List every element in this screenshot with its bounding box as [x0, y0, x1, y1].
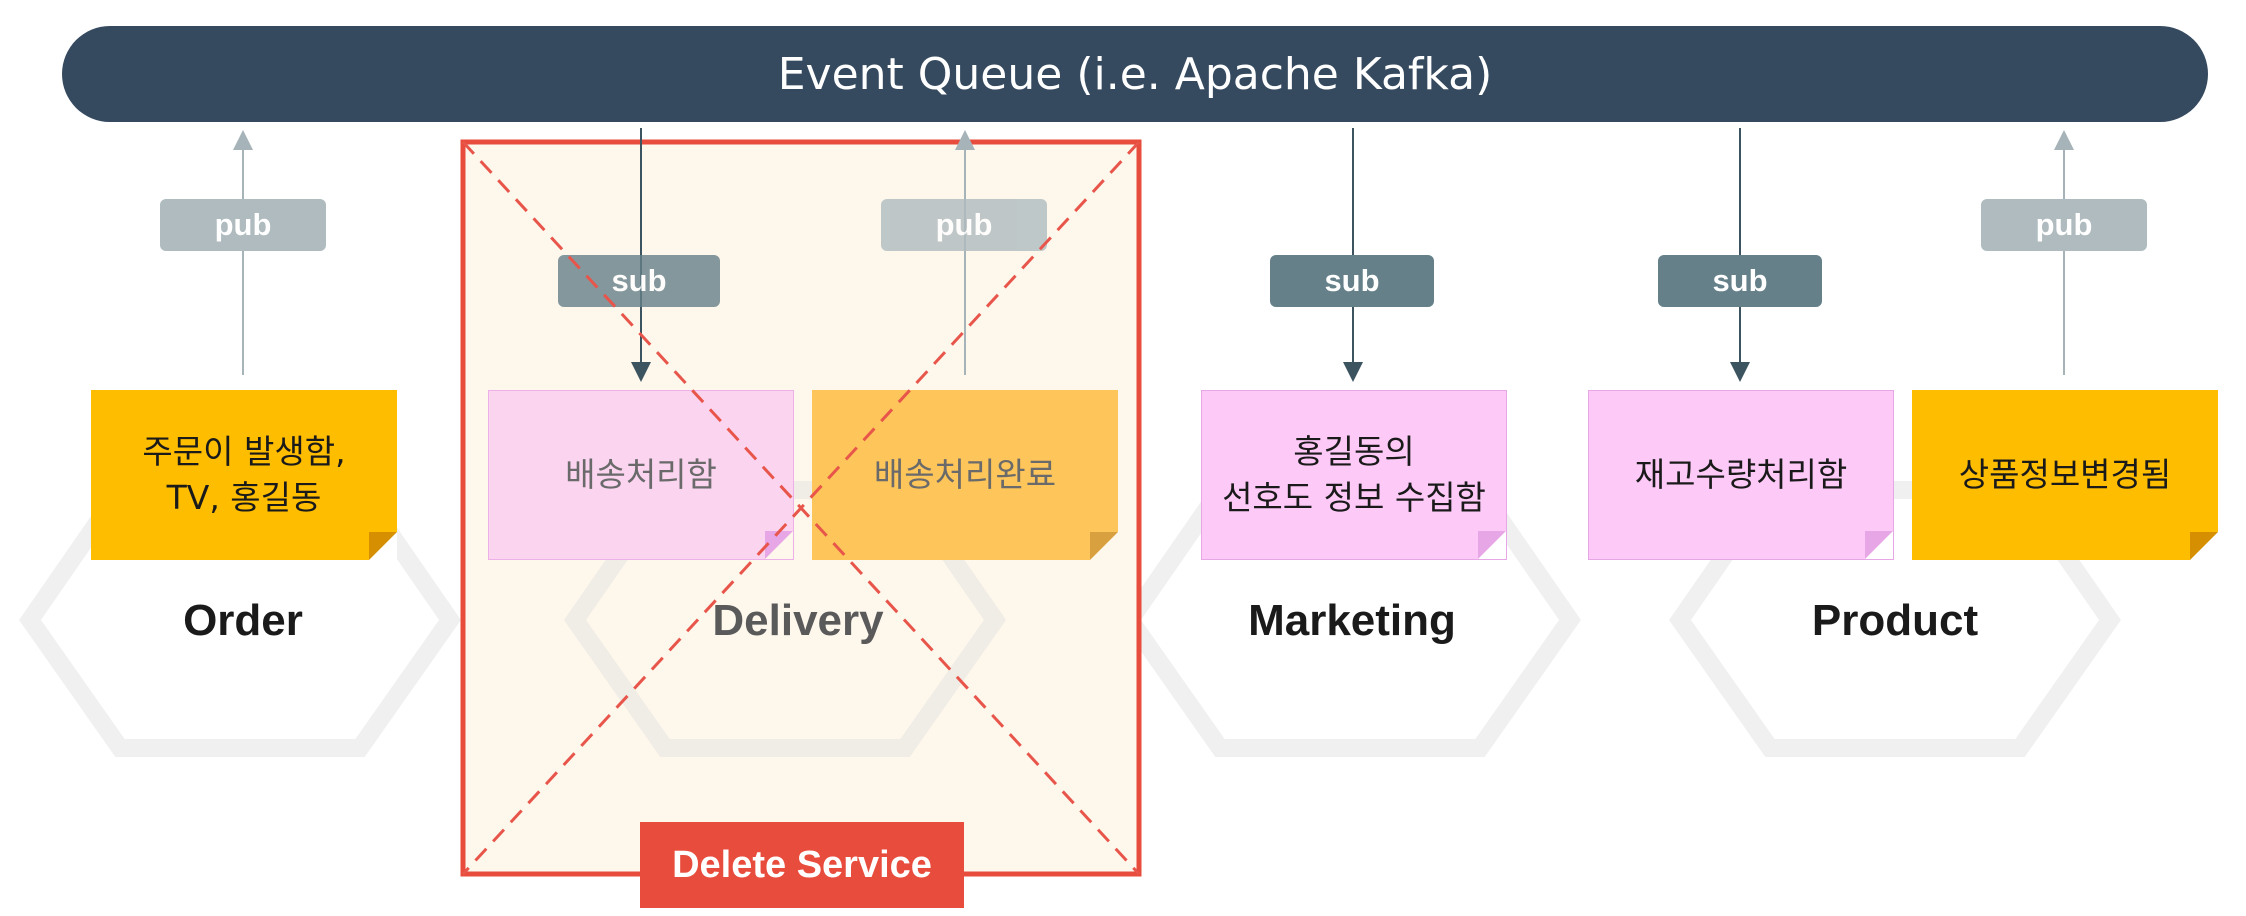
sticky-fold — [765, 531, 793, 559]
product-sub-tag: sub — [1658, 255, 1822, 307]
product-policy-sticky: 재고수량처리함 — [1588, 390, 1894, 560]
delivery-sub-tag: sub — [558, 255, 720, 307]
delivery-event-sticky: 배송처리완료 — [812, 390, 1118, 560]
product-event-text: 상품정보변경됨 — [1958, 455, 2172, 494]
sticky-fold — [2190, 532, 2218, 560]
delete-service-badge: Delete Service — [640, 822, 964, 908]
delivery-policy-sticky: 배송처리함 — [488, 390, 794, 560]
marketing-policy-text: 홍길동의 선호도 정보 수집함 — [1222, 432, 1486, 517]
sticky-fold — [1865, 531, 1893, 559]
order-pub-tag: pub — [160, 199, 326, 251]
service-name-delivery: Delivery — [712, 596, 884, 645]
sticky-fold — [1090, 532, 1118, 560]
marketing-policy-sticky: 홍길동의 선호도 정보 수집함 — [1201, 390, 1507, 560]
sticky-fold — [1478, 531, 1506, 559]
delete-service-label: Delete Service — [672, 843, 932, 886]
order-event-sticky: 주문이 발생함, TV, 홍길동 — [91, 390, 397, 560]
product-pub-tag: pub — [1981, 199, 2147, 251]
event-queue-bar: Event Queue (i.e. Apache Kafka) — [62, 26, 2208, 122]
marketing-sub-tag: sub — [1270, 255, 1434, 307]
order-event-text: 주문이 발생함, TV, 홍길동 — [142, 432, 346, 517]
product-event-sticky: 상품정보변경됨 — [1912, 390, 2218, 560]
service-name-marketing: Marketing — [1248, 596, 1456, 645]
event-queue-label: Event Queue (i.e. Apache Kafka) — [777, 48, 1493, 100]
delivery-event-text: 배송처리완료 — [873, 455, 1057, 494]
delivery-pub-tag: pub — [881, 199, 1047, 251]
delivery-policy-text: 배송처리함 — [565, 455, 717, 494]
service-name-order: Order — [183, 596, 303, 645]
product-policy-text: 재고수량처리함 — [1634, 455, 1848, 494]
sticky-fold — [369, 532, 397, 560]
service-name-product: Product — [1811, 596, 1979, 645]
